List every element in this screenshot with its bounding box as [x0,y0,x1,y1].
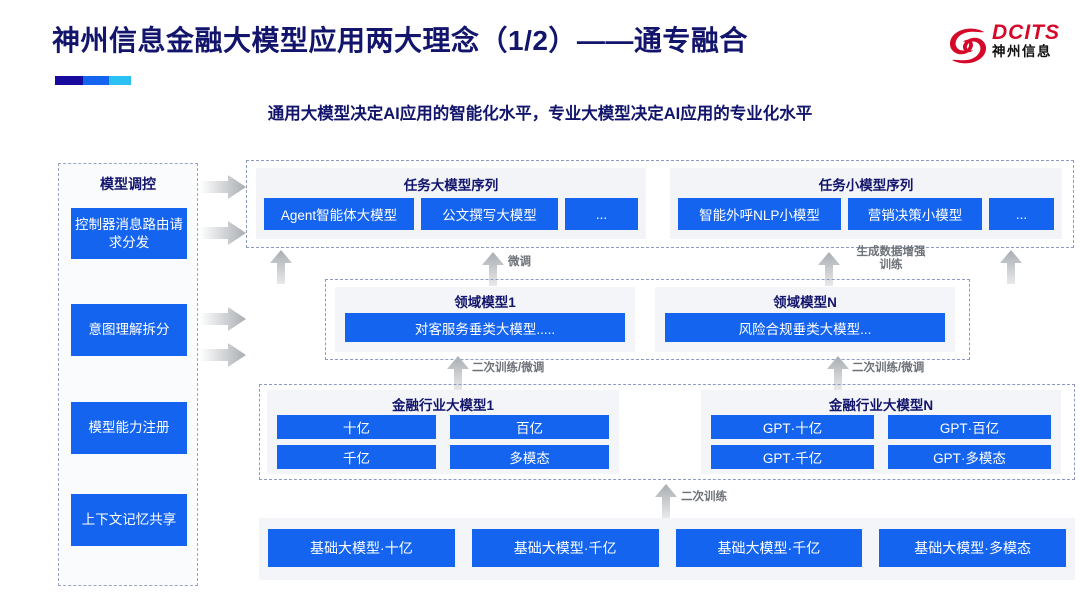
industry-model-n-items: GPT·十亿 GPT·百亿 GPT·千亿 GPT·多模态 [711,415,1051,469]
flow-arrow-up-icon-retrain-right [827,356,849,390]
task-sequence-row: 任务大模型序列 Agent智能体大模型 公文撰写大模型 ... 任务小模型序列 … [246,160,1074,248]
task-item-outbound-nlp-model[interactable]: 智能外呼NLP小模型 [678,198,841,230]
flow-arrow-right-icon-4 [200,343,246,367]
industry-model-1-items: 十亿 百亿 千亿 多模态 [277,415,609,469]
flow-arrow-right-icon-2 [200,221,246,245]
base-model-item-qianyi-1[interactable]: 基础大模型·千亿 [471,529,659,567]
caption-data-augmentation-line1: 生成数据增强 [856,246,926,258]
industry-model-container [259,384,1075,480]
task-item-more-small[interactable]: ... [989,198,1054,230]
logo-text-en: DCITS [992,21,1060,44]
task-item-agent-model[interactable]: Agent智能体大模型 [264,198,414,230]
logo-swirl-icon [949,28,987,64]
flow-arrow-up-icon-finetune [482,252,504,286]
sidebar-title: 模型调控 [100,176,156,192]
industry-model-row: 金融行业大模型1 十亿 百亿 千亿 多模态 金融行业大模型N GPT·十亿 GP… [259,384,1075,480]
sidebar-item-capability-registry[interactable]: 模型能力注册 [71,402,187,454]
industry-1-item-multimodal[interactable]: 多模态 [450,445,609,469]
industry-1-item-shiyi[interactable]: 十亿 [277,415,436,439]
domain-model-1-item[interactable]: 对客服务垂类大模型..... [345,313,625,342]
model-control-sidebar: 模型调控 控制器消息路由请求分发 意图理解拆分 模型能力注册 上下文记忆共享 [58,163,198,586]
industry-model-1-title: 金融行业大模型1 [391,398,494,413]
flow-arrow-up-icon-right-edge [1000,250,1022,284]
caption-data-augmentation-line2: 训练 [879,259,903,271]
task-large-model-sequence-panel: 任务大模型序列 Agent智能体大模型 公文撰写大模型 ... [256,168,646,239]
domain-model-n-title: 领域模型N [773,295,837,310]
flow-arrow-up-icon-left-edge [270,250,292,284]
page-title: 神州信息金融大模型应用两大理念（1/2）——通专融合 [52,25,748,56]
base-model-item-qianyi-2[interactable]: 基础大模型·千亿 [675,529,863,567]
domain-model-n-item[interactable]: 风险合规垂类大模型... [665,313,945,342]
caption-retrain-finetune-left: 二次训练/微调 [472,362,545,374]
domain-model-n-panel: 领域模型N 风险合规垂类大模型... [655,287,955,352]
industry-model-n-title: 金融行业大模型N [828,398,934,413]
caption-finetune: 微调 [508,256,531,268]
industry-1-item-qianyi[interactable]: 千亿 [277,445,436,469]
industry-n-item-gpt-shiyi[interactable]: GPT·十亿 [711,415,874,439]
sidebar-item-intent-parsing[interactable]: 意图理解拆分 [71,304,187,356]
slide-header: 神州信息金融大模型应用两大理念（1/2）——通专融合 通用大模型决定AI应用的智… [0,0,1080,140]
domain-model-row: 领域模型1 对客服务垂类大模型..... 领域模型N 风险合规垂类大模型... [325,279,970,360]
industry-model-1-panel: 金融行业大模型1 十亿 百亿 千亿 多模态 [267,390,619,474]
base-model-item-shiyi[interactable]: 基础大模型·十亿 [268,529,455,567]
flow-arrow-right-icon-1 [200,175,246,199]
domain-model-1-panel: 领域模型1 对客服务垂类大模型..... [335,287,635,352]
accent-segment-cyan [109,76,131,85]
flow-arrow-up-icon-retrain-left [447,356,469,390]
flow-arrow-right-icon-3 [200,307,246,331]
industry-model-n-panel: 金融行业大模型N GPT·十亿 GPT·百亿 GPT·千亿 GPT·多模态 [701,390,1061,474]
industry-1-item-baiyi[interactable]: 百亿 [450,415,609,439]
task-large-model-sequence-title: 任务大模型序列 [403,178,499,193]
accent-segment-navy [55,76,83,85]
domain-model-1-title: 领域模型1 [454,295,516,310]
task-sequence-container [246,160,1074,248]
dcits-logo: DCITS 神州信息 [946,20,1068,74]
industry-n-item-gpt-qianyi[interactable]: GPT·千亿 [711,445,874,469]
logo-text-cn: 神州信息 [992,44,1052,59]
base-model-row: 基础大模型·十亿 基础大模型·千亿 基础大模型·千亿 基础大模型·多模态 [259,518,1075,580]
task-small-model-items: 智能外呼NLP小模型 营销决策小模型 ... [678,198,1054,230]
caption-retrain-finetune-right: 二次训练/微调 [852,362,925,374]
task-small-model-sequence-title: 任务小模型序列 [818,178,914,193]
base-model-items: 基础大模型·十亿 基础大模型·千亿 基础大模型·千亿 基础大模型·多模态 [268,529,1066,567]
flow-arrow-up-icon-retrain-base [655,484,677,518]
task-item-marketing-decision-model[interactable]: 营销决策小模型 [848,198,982,230]
caption-retrain: 二次训练 [681,491,727,503]
sidebar-item-controller-routing[interactable]: 控制器消息路由请求分发 [71,208,187,259]
industry-n-item-gpt-multimodal[interactable]: GPT·多模态 [888,445,1051,469]
base-model-item-multimodal[interactable]: 基础大模型·多模态 [879,529,1066,567]
sidebar-item-context-memory-sharing[interactable]: 上下文记忆共享 [71,494,187,546]
domain-model-container [325,279,970,360]
flow-arrow-up-icon-data-aug [818,252,840,286]
task-item-more[interactable]: ... [565,198,638,230]
title-accent-bar [55,76,131,85]
industry-n-item-gpt-baiyi[interactable]: GPT·百亿 [888,415,1051,439]
task-large-model-items: Agent智能体大模型 公文撰写大模型 ... [264,198,638,230]
accent-segment-blue [83,76,109,85]
page-subtitle: 通用大模型决定AI应用的智能化水平，专业大模型决定AI应用的专业化水平 [267,105,813,123]
task-item-document-writing-model[interactable]: 公文撰写大模型 [421,198,558,230]
logo-text: DCITS 神州信息 [992,22,1060,60]
task-small-model-sequence-panel: 任务小模型序列 智能外呼NLP小模型 营销决策小模型 ... [670,168,1062,239]
